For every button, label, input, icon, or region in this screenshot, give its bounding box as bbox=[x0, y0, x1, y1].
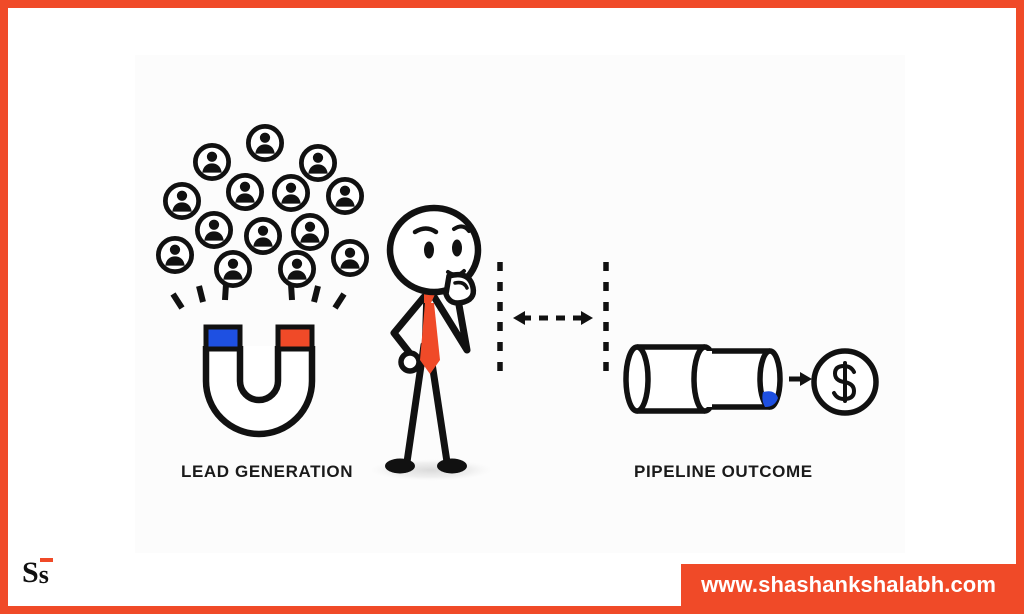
thinking-stick-figure bbox=[385, 204, 482, 474]
person-icon bbox=[248, 126, 281, 159]
figure-finger-crease bbox=[453, 280, 469, 290]
pipeline-drip bbox=[762, 391, 778, 407]
person-icon bbox=[280, 252, 313, 285]
magnet-pole-blue bbox=[203, 324, 243, 352]
logo-letter-s-lowercase: s bbox=[38, 558, 53, 589]
person-icon bbox=[246, 219, 279, 252]
horseshoe-magnet bbox=[202, 324, 316, 438]
website-banner[interactable]: www.shashankshalabh.com bbox=[681, 564, 1016, 606]
gap-arrow-head-left bbox=[513, 311, 525, 325]
caption-lead-generation: LEAD GENERATION bbox=[181, 462, 354, 481]
figure-arm-thinking bbox=[429, 291, 471, 354]
brand-logo[interactable]: S s bbox=[22, 556, 53, 589]
person-icon bbox=[195, 145, 228, 178]
figure-eyebrow-left bbox=[412, 226, 439, 235]
figure-eye-right bbox=[452, 239, 462, 257]
person-icon-cluster bbox=[158, 126, 366, 285]
logo-accent-bar bbox=[39, 558, 53, 562]
person-icon bbox=[158, 238, 191, 271]
person-icon bbox=[333, 241, 366, 274]
dollar-sign-s bbox=[832, 364, 856, 401]
magnet-pole-orange bbox=[275, 324, 315, 352]
gap-arrow-head-right bbox=[581, 311, 593, 325]
logo-letter-s-lowercase-glyph: s bbox=[38, 560, 49, 589]
person-icon bbox=[274, 176, 307, 209]
website-url-text: www.shashankshalabh.com bbox=[701, 572, 996, 597]
figure-tie-body bbox=[420, 303, 440, 374]
figure-eye-left bbox=[424, 241, 434, 259]
figure-foot-left bbox=[385, 458, 415, 474]
dashed-gap-indicator bbox=[497, 262, 609, 376]
figure-arm-on-hip bbox=[390, 293, 428, 360]
person-icon bbox=[228, 175, 261, 208]
figure-hand-on-hip bbox=[398, 350, 422, 374]
pipeline-output-arrow-head bbox=[800, 372, 812, 386]
magnet-spark-lines bbox=[170, 283, 347, 310]
person-icon bbox=[328, 179, 361, 212]
pipeline-open-end bbox=[623, 344, 651, 414]
figure-hand-on-chin bbox=[443, 271, 477, 306]
pipeline-cylinder bbox=[623, 344, 812, 414]
person-icon bbox=[165, 184, 198, 217]
caption-pipeline-outcome: PIPELINE OUTCOME bbox=[634, 462, 813, 481]
person-icon bbox=[197, 213, 230, 246]
person-icon bbox=[301, 146, 334, 179]
logo-letter-s-uppercase: S bbox=[22, 556, 39, 589]
figure-eyebrow-right bbox=[452, 224, 471, 233]
person-icon bbox=[293, 215, 326, 248]
person-icon bbox=[216, 252, 249, 285]
dollar-coin bbox=[811, 348, 879, 416]
figure-foot-right bbox=[437, 458, 467, 474]
